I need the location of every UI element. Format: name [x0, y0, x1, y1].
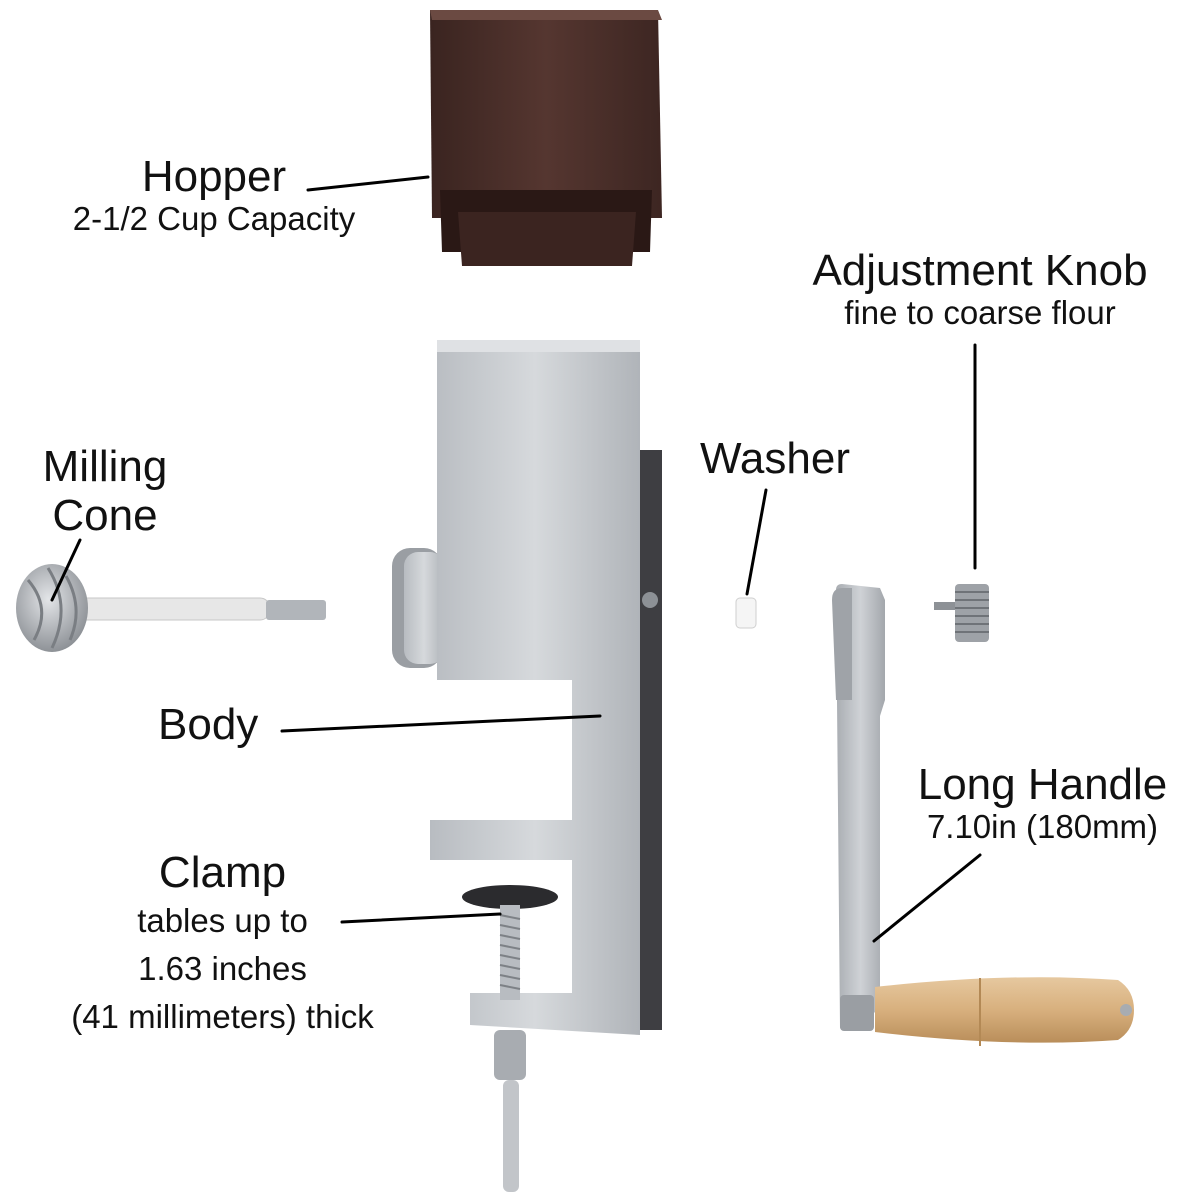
- leader-clamp: [340, 912, 502, 924]
- handle-title: Long Handle: [917, 760, 1168, 809]
- label-long-handle: Long Handle 7.10in (180mm): [900, 760, 1185, 846]
- knob-title: Adjustment Knob: [812, 246, 1148, 295]
- clamp-title: Clamp: [158, 848, 287, 897]
- leader-washer: [745, 488, 768, 596]
- handle-length: 7.10in (180mm): [926, 808, 1159, 846]
- leader-body: [280, 714, 602, 733]
- body-casting: [392, 340, 662, 1035]
- washer: [735, 597, 757, 629]
- clamp-line-2: 1.63 inches: [138, 950, 307, 988]
- leader-lines: [50, 175, 982, 943]
- hopper-capacity: 2-1/2 Cup Capacity: [72, 200, 356, 238]
- long-handle: [832, 584, 1134, 1046]
- clamp-screw: [462, 885, 558, 1192]
- cone-title-line1: Milling: [42, 442, 168, 491]
- label-adjustment-knob: Adjustment Knob fine to coarse flour: [790, 246, 1170, 332]
- hopper: [430, 10, 662, 266]
- hopper-title: Hopper: [141, 152, 287, 201]
- leader-hopper: [306, 175, 430, 192]
- clamp-line-3: (41 millimeters) thick: [71, 997, 374, 1035]
- label-washer: Washer: [690, 434, 860, 483]
- label-milling-cone: Milling Cone: [20, 442, 190, 541]
- label-body: Body: [158, 700, 278, 749]
- label-clamp: Clamp tables up to 1.63 inches (41 milli…: [30, 848, 415, 1041]
- clamp-line-1: tables up to: [137, 902, 308, 940]
- adjustment-knob: [934, 584, 989, 642]
- label-hopper: Hopper 2-1/2 Cup Capacity: [40, 152, 388, 238]
- washer-title: Washer: [700, 434, 850, 483]
- leader-cone: [50, 538, 82, 602]
- knob-description: fine to coarse flour: [844, 294, 1116, 332]
- body-title: Body: [158, 700, 259, 749]
- cone-title-line2: Cone: [52, 491, 158, 541]
- milling-cone: [16, 564, 326, 652]
- leader-handle: [872, 853, 982, 943]
